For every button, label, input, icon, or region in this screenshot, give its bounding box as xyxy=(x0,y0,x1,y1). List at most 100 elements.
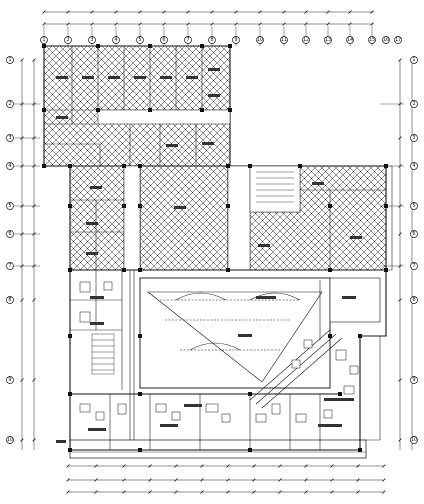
column xyxy=(148,44,152,48)
grid-bubble-v: 6 xyxy=(160,36,168,44)
column xyxy=(358,334,362,338)
grid-bubble-v: 12 xyxy=(302,36,310,44)
svg-text:10: 10 xyxy=(257,37,263,43)
right-dimension-lines xyxy=(398,58,414,450)
column xyxy=(226,268,230,272)
grid-bubble-v: 13 xyxy=(324,36,332,44)
column xyxy=(138,334,142,338)
grid-bubble-h: 1 xyxy=(6,56,14,64)
grid-bubble-v: 4 xyxy=(112,36,120,44)
right-annex xyxy=(360,165,393,441)
column xyxy=(42,44,46,48)
grid-bubble-h: 7 xyxy=(6,262,14,270)
svg-text:4: 4 xyxy=(412,163,415,169)
equipment-box xyxy=(335,349,347,361)
equipment-box xyxy=(221,413,231,423)
equipment-box xyxy=(323,409,333,419)
svg-text:6: 6 xyxy=(8,231,11,237)
grid-bubble-h: 2 xyxy=(410,100,418,108)
svg-text:7: 7 xyxy=(186,37,189,43)
svg-text:11: 11 xyxy=(281,37,287,43)
grid-bubble-h: 9 xyxy=(410,376,418,384)
equipment-box xyxy=(79,311,91,323)
middle-block xyxy=(69,165,387,271)
column xyxy=(298,164,302,168)
column xyxy=(138,164,142,168)
grid-bubble-v: 3 xyxy=(88,36,96,44)
svg-text:9: 9 xyxy=(234,37,237,43)
column xyxy=(338,392,342,396)
svg-text:8: 8 xyxy=(210,37,213,43)
svg-text:2: 2 xyxy=(66,37,69,43)
grid-bubble-v: 17 xyxy=(394,36,402,44)
equipment-box xyxy=(205,403,219,413)
svg-text:3: 3 xyxy=(8,135,11,141)
column xyxy=(384,268,388,272)
equipment-box xyxy=(103,281,113,291)
column xyxy=(228,44,232,48)
svg-text:7: 7 xyxy=(412,263,415,269)
grid-bubble-h: 5 xyxy=(410,202,418,210)
svg-text:1: 1 xyxy=(412,57,415,63)
equipment-box xyxy=(171,411,181,421)
svg-text:4: 4 xyxy=(114,37,117,43)
equipment-box xyxy=(117,403,127,415)
column xyxy=(122,268,126,272)
equipment-box xyxy=(255,413,267,423)
column xyxy=(138,392,142,396)
column xyxy=(138,448,142,452)
grid-bubble-v: 2 xyxy=(64,36,72,44)
svg-text:2: 2 xyxy=(8,101,11,107)
svg-text:6: 6 xyxy=(412,231,415,237)
equipment-box xyxy=(303,339,313,349)
svg-text:9: 9 xyxy=(8,377,11,383)
column xyxy=(68,448,72,452)
grid-bubble-h: 9 xyxy=(6,376,14,384)
svg-text:13: 13 xyxy=(325,37,331,43)
equipment-box xyxy=(155,403,167,413)
column xyxy=(96,108,100,112)
svg-text:5: 5 xyxy=(8,203,11,209)
column xyxy=(122,164,126,168)
bottom-dimension-lines xyxy=(66,464,386,494)
grid-bubble-h: 10 xyxy=(6,436,14,444)
grid-bubble-v: 5 xyxy=(136,36,144,44)
upper-wing xyxy=(43,45,231,167)
equipment-box xyxy=(271,403,281,415)
svg-text:1: 1 xyxy=(42,37,45,43)
column xyxy=(42,108,46,112)
drawing-annotations xyxy=(56,296,104,443)
column xyxy=(138,204,142,208)
column xyxy=(228,108,232,112)
grid-bubble-h: 3 xyxy=(6,134,14,142)
svg-text:2: 2 xyxy=(412,101,415,107)
column xyxy=(122,204,126,208)
svg-text:6: 6 xyxy=(162,37,165,43)
column xyxy=(358,448,362,452)
column xyxy=(96,44,100,48)
grid-bubble-h: 5 xyxy=(6,202,14,210)
equipment-box xyxy=(79,281,91,293)
column xyxy=(148,108,152,112)
grid-bubble-h: 6 xyxy=(410,230,418,238)
column xyxy=(248,448,252,452)
grid-bubble-v: 1 xyxy=(40,36,48,44)
grid-bubble-h: 8 xyxy=(6,296,14,304)
grid-bubble-v: 15 xyxy=(368,36,376,44)
column xyxy=(68,334,72,338)
column xyxy=(384,204,388,208)
svg-text:9: 9 xyxy=(412,377,415,383)
column xyxy=(68,204,72,208)
svg-text:4: 4 xyxy=(8,163,11,169)
structural-columns xyxy=(42,44,388,452)
svg-text:1: 1 xyxy=(8,57,11,63)
equipment-box xyxy=(343,385,355,395)
equipment-box xyxy=(291,359,301,369)
column xyxy=(384,164,388,168)
left-dimension-lines xyxy=(20,58,36,450)
lower-block xyxy=(69,269,387,459)
grid-bubble-h: 3 xyxy=(410,134,418,142)
grid-bubble-v: 8 xyxy=(208,36,216,44)
column xyxy=(200,108,204,112)
